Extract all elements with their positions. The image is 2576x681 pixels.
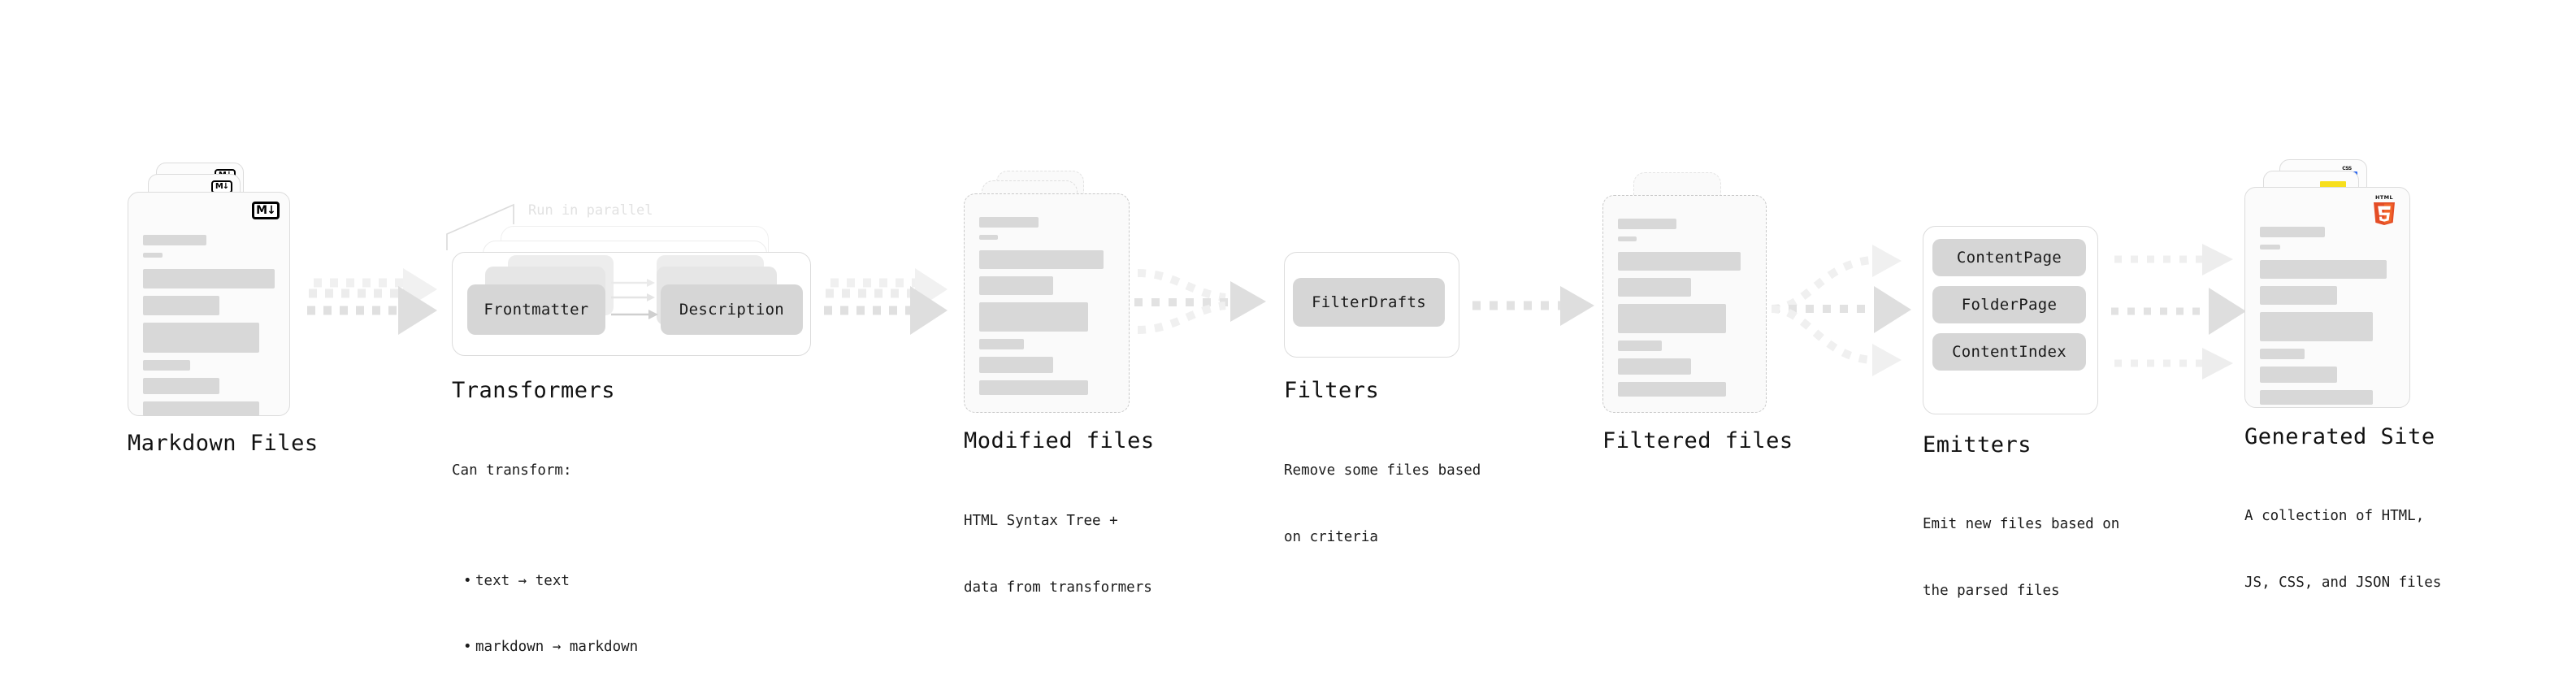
- skeleton-bar: [2260, 227, 2325, 237]
- skeleton-bar: [1618, 382, 1726, 397]
- skeleton-bar: [1618, 358, 1692, 375]
- skeleton-bar: [143, 360, 191, 371]
- transformers-bullet-item: markdown → markdown: [463, 636, 638, 658]
- run-in-parallel-leader: [446, 203, 514, 250]
- emitters-subtitle-line2: the parsed files: [1923, 582, 2060, 599]
- emitters-subtitle-line1: Emit new files based on: [1923, 516, 2120, 533]
- skeleton-bar: [1618, 219, 1677, 229]
- filters-subtitle: Remove some files based on criteria: [1284, 416, 1481, 592]
- skeleton-bar: [143, 323, 259, 353]
- run-in-parallel-label: Run in parallel: [528, 202, 653, 219]
- skeleton-bar: [979, 357, 1054, 373]
- transformer-chip-description[interactable]: Description: [661, 284, 803, 335]
- markdown-files-title: Markdown Files: [128, 431, 319, 456]
- site-file-skeleton: [2260, 227, 2395, 412]
- filters-chip-filterdrafts[interactable]: FilterDrafts: [1293, 278, 1445, 327]
- modified-files-subtitle-line2: data from transformers: [964, 579, 1152, 596]
- transformers-subtitle: Can transform: text → text markdown → ma…: [452, 416, 638, 681]
- skeleton-bar: [2260, 312, 2374, 341]
- transformers-bullet-item: text → text: [463, 570, 638, 592]
- skeleton-bar: [979, 339, 1024, 349]
- arrow-filters-to-filtered: [1472, 286, 1594, 326]
- transformer-chip-frontmatter[interactable]: Frontmatter: [467, 284, 605, 335]
- generated-site-title: Generated Site: [2244, 424, 2435, 449]
- emitters-chip-contentpage[interactable]: ContentPage: [1932, 239, 2086, 276]
- transformers-subtitle-heading: Can transform:: [452, 462, 572, 479]
- filtered-file-skeleton: [1618, 219, 1751, 404]
- skeleton-bar: [979, 217, 1039, 228]
- markdown-file-skeleton: [143, 235, 275, 423]
- emitters-chip-folderpage[interactable]: FolderPage: [1932, 286, 2086, 323]
- skeleton-bar: [143, 378, 219, 394]
- skeleton-bar: [979, 235, 999, 240]
- modified-files-title: Modified files: [964, 428, 1155, 453]
- skeleton-bar: [1618, 278, 1692, 297]
- arrow-modified-to-filters: [1134, 269, 1266, 334]
- generated-site-subtitle-line2: JS, CSS, and JSON files: [2244, 574, 2442, 591]
- emitters-subtitle: Emit new files based on the parsed files: [1923, 470, 2119, 646]
- arrow-emitters-to-site: [2111, 244, 2246, 380]
- skeleton-bar: [143, 269, 275, 288]
- modified-files-subtitle: HTML Syntax Tree + data from transformer…: [964, 466, 1152, 643]
- skeleton-bar: [2260, 349, 2305, 359]
- skeleton-bar: [143, 401, 259, 416]
- transformer-inner-arrows: [611, 279, 658, 319]
- filtered-file-card-front: [1602, 195, 1767, 413]
- site-file-card-html: HTML: [2244, 187, 2410, 408]
- skeleton-bar: [979, 276, 1054, 295]
- skeleton-bar: [143, 296, 219, 315]
- skeleton-bar: [979, 302, 1089, 332]
- generated-site-subtitle-line1: A collection of HTML,: [2244, 508, 2425, 525]
- filters-subtitle-line2: on criteria: [1284, 528, 1378, 545]
- skeleton-bar: [2260, 390, 2374, 405]
- css-icon-label: CSS: [2342, 166, 2352, 171]
- skeleton-bar: [143, 253, 163, 258]
- modified-file-card-front: [964, 193, 1130, 413]
- skeleton-bar: [143, 235, 206, 245]
- arrow-transformers-to-modified: [824, 268, 948, 335]
- modified-file-skeleton: [979, 217, 1114, 402]
- filtered-files-title: Filtered files: [1602, 428, 1793, 453]
- arrow-filtered-to-emitters: [1771, 245, 1911, 376]
- skeleton-bar: [2260, 367, 2337, 383]
- transformers-bullet-list: text → text markdown → markdown html → h…: [452, 527, 638, 681]
- emitters-title: Emitters: [1923, 432, 2032, 458]
- markdown-icon: M↓: [252, 202, 280, 219]
- filters-subtitle-line1: Remove some files based: [1284, 462, 1481, 479]
- emitters-chip-contentindex[interactable]: ContentIndex: [1932, 333, 2086, 371]
- generated-site-subtitle: A collection of HTML, JS, CSS, and JSON …: [2244, 462, 2441, 638]
- skeleton-bar: [1618, 304, 1726, 333]
- skeleton-bar: [2260, 245, 2280, 249]
- skeleton-bar: [1618, 340, 1663, 351]
- modified-files-subtitle-line1: HTML Syntax Tree +: [964, 513, 1118, 530]
- skeleton-bar: [1618, 236, 1637, 241]
- markdown-file-card-front: M↓: [128, 192, 290, 416]
- transformers-title: Transformers: [452, 378, 616, 403]
- skeleton-bar: [1618, 252, 1741, 271]
- svg-text:HTML: HTML: [2375, 194, 2393, 201]
- skeleton-bar: [979, 380, 1089, 395]
- filters-title: Filters: [1284, 378, 1380, 403]
- skeleton-bar: [2260, 286, 2337, 305]
- arrow-markdown-to-transformers: [307, 268, 437, 335]
- skeleton-bar: [2260, 260, 2387, 279]
- skeleton-bar: [979, 250, 1104, 269]
- html5-icon: HTML: [2370, 193, 2398, 225]
